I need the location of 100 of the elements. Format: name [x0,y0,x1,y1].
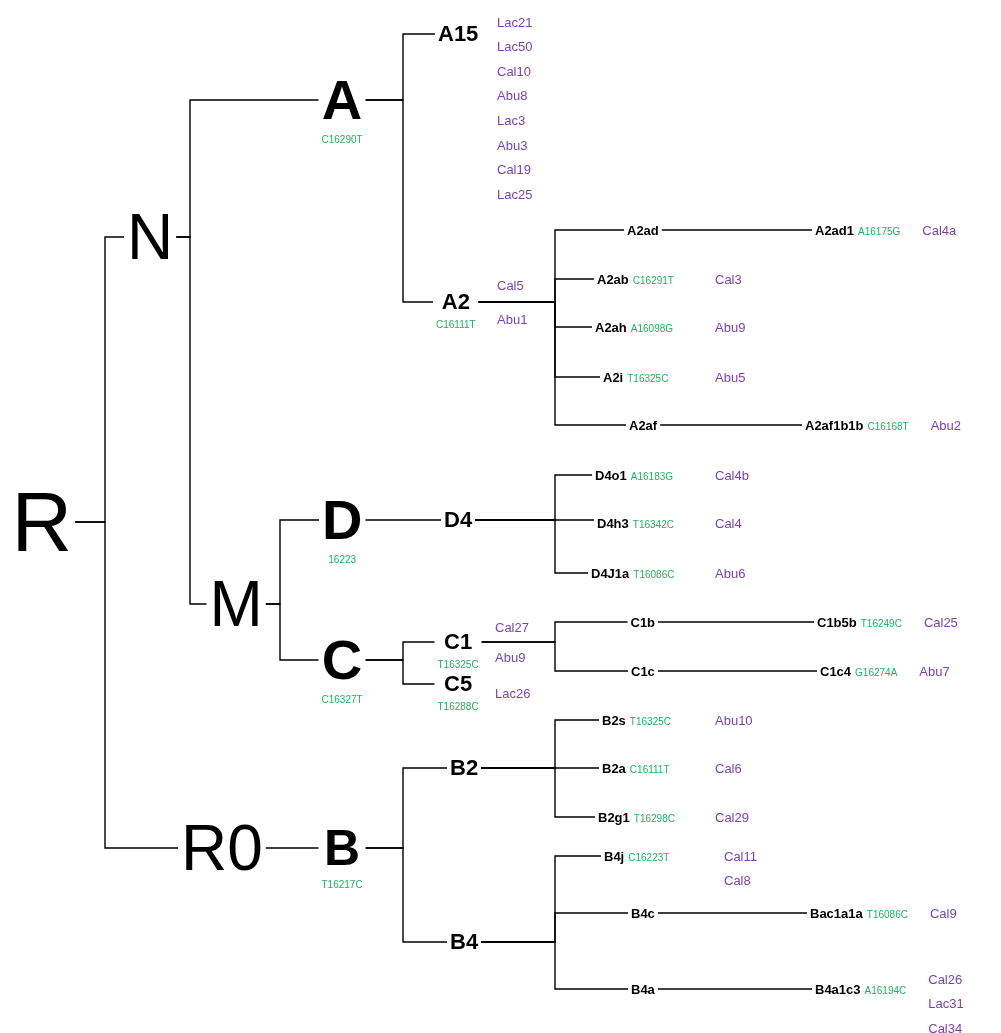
sample-label: Cal4 [715,516,742,530]
sample-label: Lac26 [495,686,531,700]
sample-label: Abu2 [930,418,962,432]
tree-branch [364,99,434,303]
haplogroup-label: B4a [631,982,655,996]
sample-label: Cal19 [497,163,531,177]
sample-label: Abu5 [715,370,746,384]
sample-label: Lac21 [497,15,533,29]
sample-label: Cal4b [715,468,749,482]
sample-label: Lac50 [497,40,533,54]
haplogroup-label: N [127,205,174,269]
haplogroup-label: C1b [630,615,656,629]
haplogroup-label: C [321,632,363,688]
tree-branch [74,521,179,849]
tree-branch [480,941,629,990]
haplogroup-label: B4a1c3 [815,982,861,996]
haplogroup-label: B4j [604,849,625,863]
haplogroup-label: A2ab [597,272,629,286]
haplogroup-label: D4 [444,509,473,531]
sample-label: Cal34 [928,1021,963,1033]
haplogroup-label: C1c [631,664,655,678]
tree-branch [477,301,627,426]
sample-label: Abu1 [497,312,528,326]
sample-label: Abu6 [715,566,746,580]
mutation-label: T16086C [633,568,675,581]
tree-branch [661,229,813,231]
tree-branch [659,424,803,426]
sample-label: Cal10 [497,64,531,78]
mutation-label: C16327T [321,694,363,706]
tree-branch [364,847,448,943]
sample-label: Abu3 [497,138,528,152]
mutation-label: C16111T [436,319,476,331]
tree-branch [480,767,596,818]
tree-branch [657,670,818,672]
haplogroup-label: C1 [444,631,473,653]
sample-label: Cal3 [715,272,742,286]
mutation-label: C16168T [867,420,909,433]
mutation-label: T16325C [627,372,669,385]
haplogroup-label: A2 [441,291,470,313]
haplogroup-label: A [321,72,363,128]
haplogroup-label: C1b5b [817,615,857,629]
haplogroup-label: R [11,480,73,564]
tree-branch [175,236,208,605]
haplogroup-label: M [209,572,263,636]
mutation-label: T16325C [437,659,479,671]
sample-label: Lac25 [497,187,533,201]
sample-label: Cal25 [923,615,958,629]
haplogroup-label: B4 [450,931,479,953]
sample-label: Cal8 [724,873,751,887]
mutation-label: C16291T [632,274,674,287]
sample-label: Abu8 [497,89,528,103]
tree-branch [265,847,320,849]
sample-label: Cal5 [497,278,524,292]
haplogroup-label: A15 [438,23,479,45]
sample-label: Abu9 [495,650,526,664]
mutation-label: T16325C [629,715,671,728]
mutation-label: A16194C [864,984,907,997]
haplogroup-label: B2a [602,761,626,775]
haplogroup-label: D4o1 [595,468,627,482]
mutation-label: C16223T [628,851,670,864]
mutation-label: T16249C [860,617,902,630]
haplogroup-label: B4c [631,906,655,920]
haplogroup-label: A2af [629,418,658,432]
haplogroup-label: D [322,492,363,548]
sample-label: Abu7 [919,664,950,678]
haplogroup-label: D4h3 [597,516,629,530]
sample-label: Cal6 [715,761,742,775]
tree-branch [265,603,320,661]
tree-branch [657,912,808,914]
haplogroup-label: B2 [450,757,479,779]
mutation-label: A16098G [630,322,674,335]
mutation-label: G16274A [855,666,898,679]
tree-branch [657,621,815,623]
haplogroup-label: D4J1a [591,566,630,580]
tree-branch [364,659,436,685]
sample-label: Cal11 [724,849,757,863]
tree-branch [474,519,589,574]
mutation-label: T16342C [632,518,674,531]
sample-label: Lac31 [928,997,964,1010]
mutation-label: T16298C [633,812,675,825]
sample-label: Lac3 [497,113,526,127]
haplogroup-label: Bac1a1a [810,906,863,920]
sample-label: Cal4a [922,223,957,237]
mutation-label: T16288C [437,701,479,713]
haplogroup-label: A2ad1 [815,223,855,237]
mutation-label: A16175G [858,225,901,238]
mutation-label: C16111T [629,763,670,776]
tree-branch [364,519,442,521]
haplogroup-label: B2s [602,713,626,727]
haplogroup-label: C5 [444,673,473,695]
tree-branch [480,641,629,672]
mutation-label: C16290T [321,134,363,146]
mutation-label: 16223 [328,554,357,566]
sample-label: Cal9 [929,906,957,920]
sample-label: Cal29 [715,810,749,824]
mutation-label: T16217C [321,879,363,891]
haplogroup-label: C1c4 [820,664,852,678]
mutation-label: T16086C [866,908,908,921]
tree-branch [657,988,813,990]
sample-label: Abu10 [715,713,753,727]
